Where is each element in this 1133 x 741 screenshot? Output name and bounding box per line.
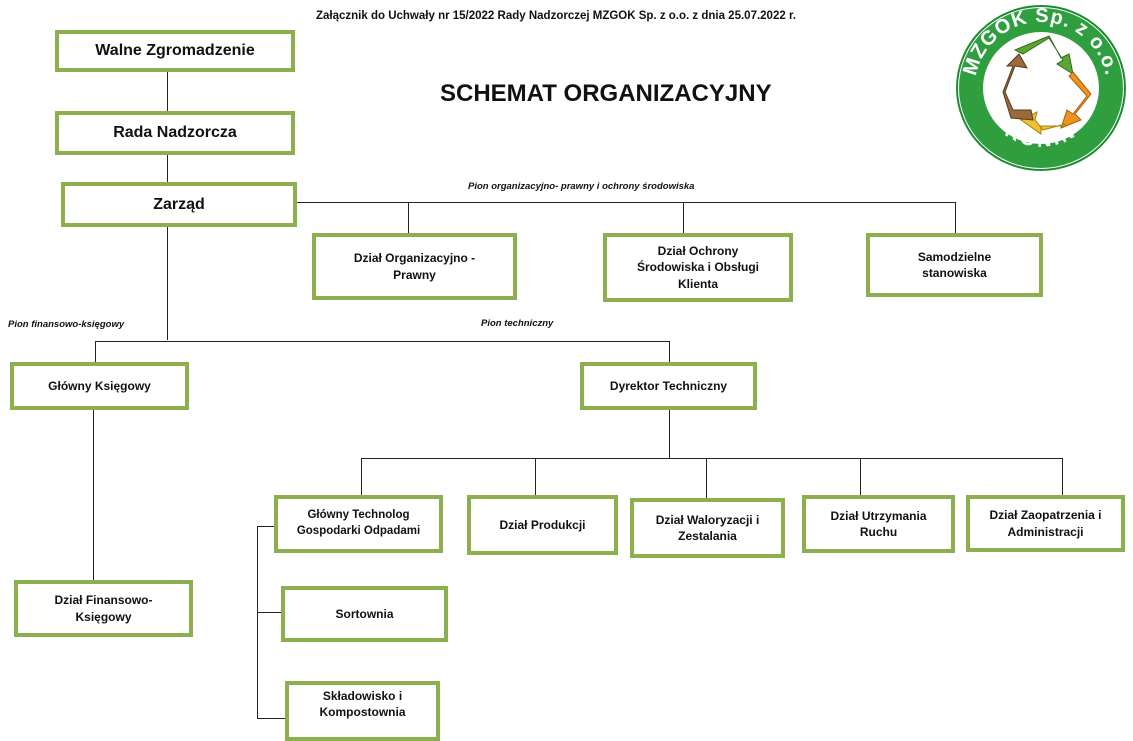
connector bbox=[535, 458, 536, 495]
node-walne-zgromadzenie: Walne Zgromadzenie bbox=[55, 30, 295, 72]
connector bbox=[669, 410, 670, 458]
connector bbox=[1062, 458, 1063, 495]
node-zarzad: Zarząd bbox=[61, 182, 297, 227]
connector bbox=[257, 526, 275, 527]
node-skladowisko: Składowisko i Kompostownia bbox=[285, 681, 440, 741]
connector bbox=[669, 341, 670, 362]
node-sortownia: Sortownia bbox=[281, 586, 448, 642]
connector bbox=[257, 526, 258, 718]
node-samodzielne-stanowiska: Samodzielne stanowiska bbox=[866, 233, 1043, 297]
node-dyrektor-techniczny: Dyrektor Techniczny bbox=[580, 362, 757, 410]
pion-label-organizacyjno-prawny: Pion organizacyjno- prawny i ochrony śro… bbox=[468, 181, 695, 192]
connector bbox=[955, 202, 956, 233]
pion-label-finansowo-ksiegowy: Pion finansowo-księgowy bbox=[8, 319, 125, 330]
connector bbox=[683, 202, 684, 233]
connector bbox=[361, 458, 1063, 459]
connector bbox=[296, 202, 955, 203]
connector bbox=[167, 154, 168, 182]
node-dzial-ochrony-srodowiska: Dział Ochrony Środowiska i Obsługi Klien… bbox=[603, 233, 793, 302]
connector bbox=[95, 341, 96, 362]
connector bbox=[93, 410, 94, 580]
node-dzial-zaopatrzenia: Dział Zaopatrzenia i Administracji bbox=[966, 495, 1125, 552]
connector bbox=[167, 226, 168, 340]
connector bbox=[860, 458, 861, 495]
connector bbox=[408, 202, 409, 234]
node-glowny-technolog: Główny Technolog Gospodarki Odpadami bbox=[274, 495, 443, 553]
node-dzial-produkcji: Dział Produkcji bbox=[467, 495, 618, 555]
node-rada-nadzorcza: Rada Nadzorcza bbox=[55, 111, 295, 155]
company-logo: MZGOK Sp. z o.o. KONIN bbox=[956, 5, 1126, 171]
connector bbox=[167, 71, 168, 112]
annex-text: Załącznik do Uchwały nr 15/2022 Rady Nad… bbox=[316, 10, 796, 22]
node-dzial-finansowo-ksiegowy: Dział Finansowo-Księgowy bbox=[14, 580, 193, 637]
connector bbox=[361, 458, 362, 495]
node-dzial-utrzymania-ruchu: Dział Utrzymania Ruchu bbox=[802, 495, 955, 553]
connector bbox=[95, 341, 670, 342]
node-dzial-waloryzacji: Dział Waloryzacji i Zestalania bbox=[630, 498, 785, 558]
pion-label-techniczny: Pion techniczny bbox=[481, 318, 554, 329]
node-glowny-ksiegowy: Główny Księgowy bbox=[10, 362, 189, 410]
recycle-arrows-icon bbox=[1002, 35, 1092, 135]
page-title: SCHEMAT ORGANIZACYJNY bbox=[440, 80, 772, 107]
node-dzial-organizacyjno-prawny: Dział Organizacyjno - Prawny bbox=[312, 233, 517, 300]
connector bbox=[706, 458, 707, 498]
connector bbox=[257, 612, 281, 613]
connector bbox=[257, 718, 285, 719]
